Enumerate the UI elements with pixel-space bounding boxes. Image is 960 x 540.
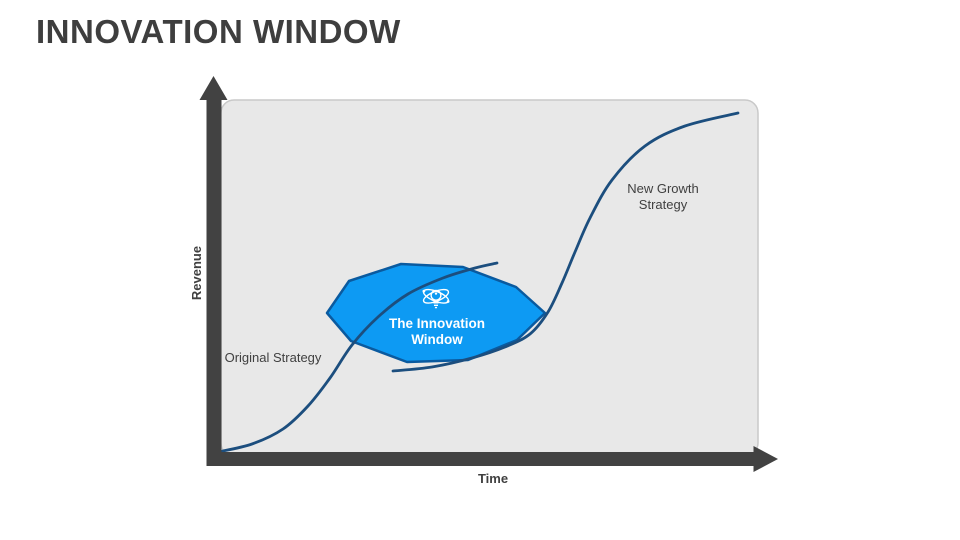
innovation-window-shape — [325, 262, 547, 364]
innovation-atom-bulb-icon — [419, 284, 453, 314]
y-axis-label: Revenue — [189, 245, 204, 301]
x-axis-label: Time — [477, 471, 509, 486]
x-axis-arrow-icon — [753, 446, 778, 472]
original-strategy-curve — [216, 261, 499, 454]
new-growth-strategy-label: New Growth Strategy — [627, 181, 699, 212]
y-axis-arrow-icon — [199, 76, 228, 100]
new-growth-strategy-curve — [391, 111, 740, 373]
innovation-window-label: The Innovation Window — [389, 316, 485, 347]
x-axis — [206, 452, 756, 466]
page-title: INNOVATION WINDOW — [36, 13, 401, 50]
y-axis — [206, 96, 222, 466]
original-strategy-label: Original Strategy — [224, 350, 322, 365]
